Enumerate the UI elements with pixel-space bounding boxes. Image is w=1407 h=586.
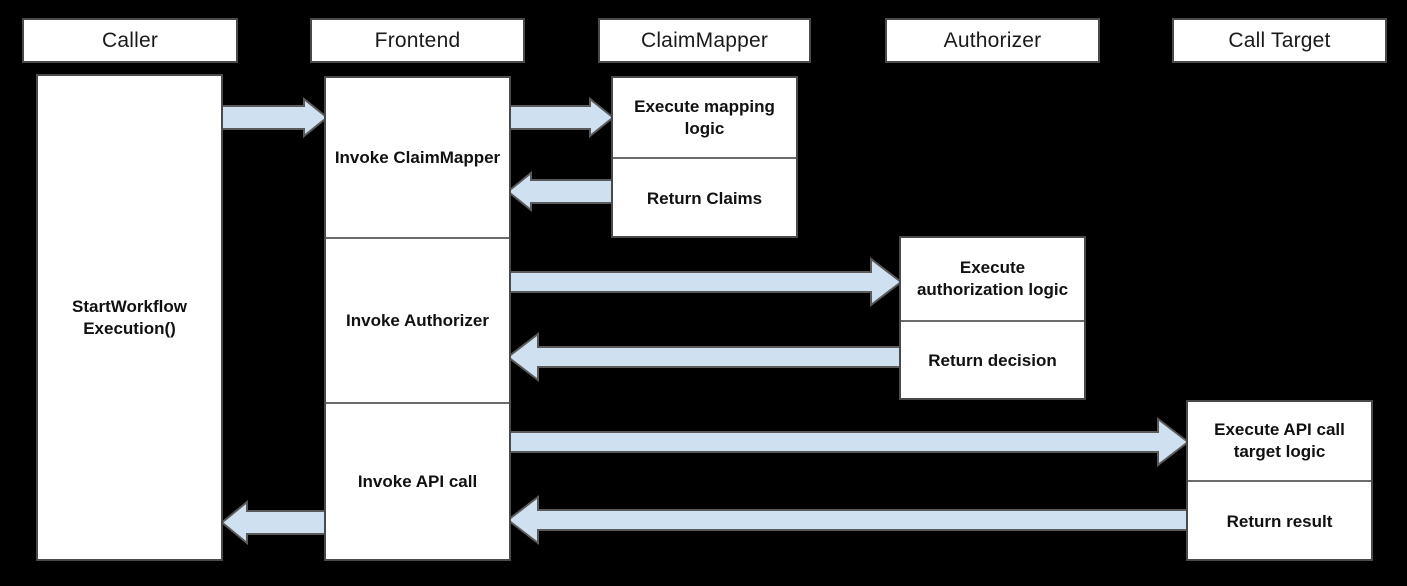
message-arrow-frontend-to-calltarget [507,416,1190,468]
activation-cell-calltarget-return-result: Return result [1188,480,1371,561]
message-arrow-claimmapper-to-frontend [506,170,614,213]
message-arrow-caller-to-frontend [221,96,329,139]
activation-authorizer: Execute authorization logic Return decis… [899,236,1086,400]
activation-caller: StartWorkflow Execution() [36,74,223,561]
lane-header-claimmapper: ClaimMapper [598,18,811,63]
lane-header-frontend: Frontend [310,18,525,63]
activation-cell-frontend-invoke-claimmapper: Invoke ClaimMapper [334,147,501,167]
activation-cell-frontend-invoke-authorizer: Invoke Authorizer [326,237,509,402]
lane-header-claimmapper-label: ClaimMapper [640,28,769,52]
lane-header-authorizer: Authorizer [885,18,1100,63]
activation-cell-authorizer-execute-authorization-logic: Execute authorization logic [916,258,1069,299]
lane-header-calltarget: Call Target [1172,18,1387,63]
activation-cell-authorizer-return-decision: Return decision [901,320,1084,400]
lane-header-authorizer-label: Authorizer [943,28,1042,52]
activation-cell-claimmapper-execute-mapping-logic: Execute mapping logic [634,96,775,138]
message-arrow-frontend-to-claimmapper [507,96,615,139]
activation-claimmapper: Execute mapping logic Return Claims [611,76,798,238]
lane-header-caller-label: Caller [101,28,159,52]
lane-header-frontend-label: Frontend [374,28,461,52]
activation-cell-frontend-invoke-api-call: Invoke API call [326,402,509,559]
activation-calltarget: Execute API call target logic Return res… [1186,400,1373,561]
message-arrow-frontend-to-caller [220,499,328,546]
activation-frontend: Invoke ClaimMapper Invoke Authorizer Inv… [324,76,511,561]
lane-header-caller: Caller [22,18,238,63]
activation-cell-caller-startworkflow: StartWorkflow Execution() [72,296,187,338]
activation-cell-calltarget-execute-api-call-target-logic: Execute API call target logic [1214,420,1345,461]
message-arrow-calltarget-to-frontend [506,494,1189,546]
activation-cell-claimmapper-return-claims: Return Claims [613,157,796,238]
message-arrow-authorizer-to-frontend [506,331,902,383]
message-arrow-frontend-to-authorizer [507,256,903,308]
lane-header-calltarget-label: Call Target [1228,28,1331,52]
